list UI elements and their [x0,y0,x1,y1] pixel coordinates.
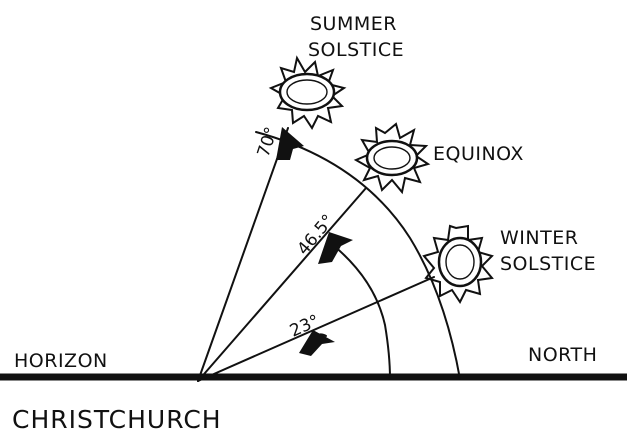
summer-ray [197,127,289,382]
winter-label-line1: WINTER [500,227,578,249]
winter-ray [197,276,435,382]
middle-arc [332,244,391,380]
summer-label-line1: SUMMER [310,13,397,35]
outer-arc [255,131,461,380]
equinox-sun-icon [353,122,431,195]
summer-label-line2: SOLSTICE [308,39,404,61]
winter-sun-icon [422,224,494,304]
equinox-arrow-icon [318,232,353,264]
equinox-label: EQUINOX [433,143,524,165]
winter-label-line2: SOLSTICE [500,253,596,275]
winter-arrow-icon [299,330,335,356]
summer-arrow-icon [276,127,304,160]
summer-sun-icon [268,55,347,130]
north-label: NORTH [528,344,597,366]
equinox-ray [197,187,367,382]
place-label: CHRISTCHURCH [12,405,222,434]
horizon-label: HORIZON [14,350,108,372]
